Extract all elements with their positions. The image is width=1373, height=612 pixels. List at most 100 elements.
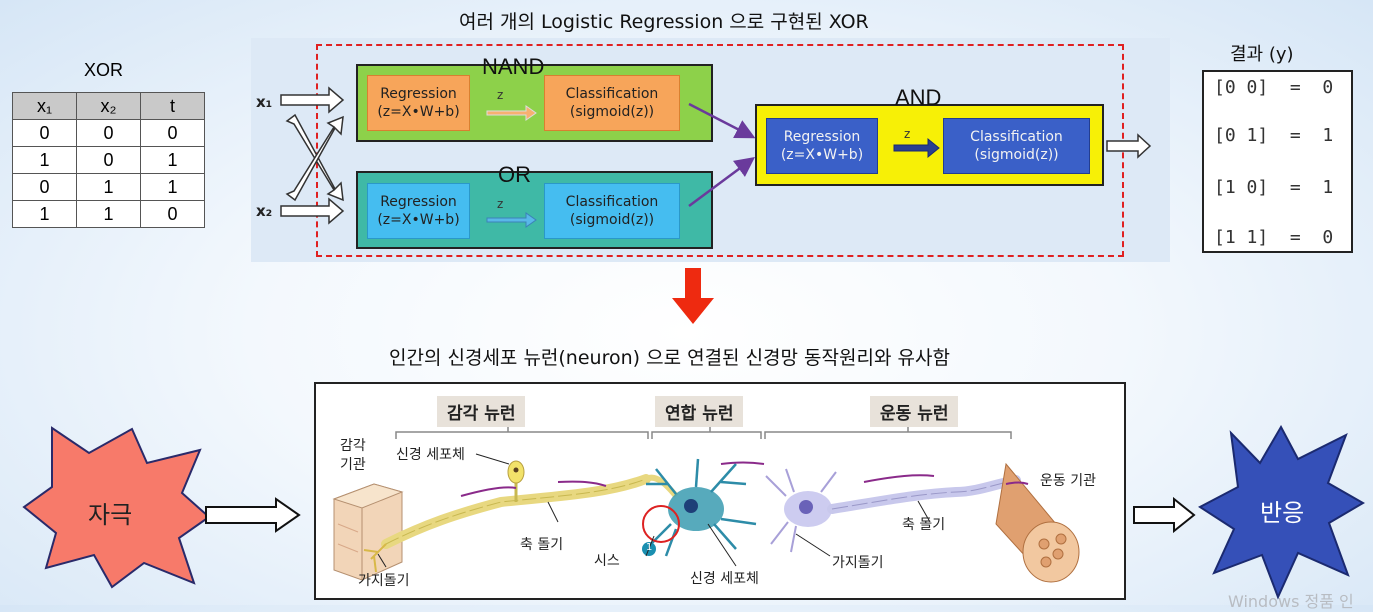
column-header: t <box>140 92 205 120</box>
response-label: 반응 <box>1260 499 1305 527</box>
response-star-icon <box>1198 425 1365 600</box>
column-header: x₁ <box>12 92 77 120</box>
result-row: [0 1] = 1 <box>1214 125 1334 146</box>
x2-arrow-icon <box>280 197 345 225</box>
classification-label: Classification <box>970 129 1063 145</box>
classification-label: Classification <box>565 86 659 102</box>
table-row: 0 1 1 <box>12 173 205 201</box>
stimulus-star-icon <box>22 426 211 589</box>
motor-bracket <box>764 431 1012 439</box>
or-to-and-arrow <box>688 157 756 208</box>
table-cell: 0 <box>76 146 141 174</box>
label-sense-organ-2: 기관 <box>340 457 366 473</box>
label-dendrite-right: 가지돌기 <box>832 555 884 571</box>
nand-gate-label: NAND <box>482 54 545 79</box>
nand-gate-panel: Regression (z=X•W+b) Classification (sig… <box>356 64 713 142</box>
table-cell: 1 <box>12 200 77 228</box>
classification-formula: (sigmoid(z)) <box>569 104 655 120</box>
bottom-title: 인간의 신경세포 뉴런(neuron) 으로 연결된 신경망 동작원리와 유사함 <box>389 347 950 369</box>
result-row: [0 0] = 0 <box>1214 77 1334 98</box>
result-title: 결과 (y) <box>1230 44 1294 65</box>
table-cell: 1 <box>76 200 141 228</box>
inter-bracket <box>651 431 762 439</box>
classification-formula: (sigmoid(z)) <box>974 147 1059 163</box>
top-diagram-arrows <box>280 86 1152 228</box>
section-label-motor: 운동 뉴런 <box>870 396 959 427</box>
or-classification-box: Classification (sigmoid(z)) <box>544 183 680 239</box>
input-x1-label: x₁ <box>256 93 273 111</box>
nand-classification-box: Classification (sigmoid(z)) <box>544 75 680 131</box>
label-axon-right: 축 돌기 <box>902 517 946 533</box>
table-cell: 1 <box>140 173 205 201</box>
and-regression-box: Regression (z=X•W+b) <box>766 118 878 174</box>
output-arrow-icon <box>1106 133 1152 159</box>
motor-neuron-icon <box>765 468 1021 553</box>
pointer-lines <box>377 453 931 568</box>
result-box: [0 0] = 0 [0 1] = 1 [1 0] = 1 [1 1] = 0 <box>1202 70 1353 253</box>
response-arrow-icon <box>1133 497 1196 533</box>
and-gate-label: AND <box>895 85 942 110</box>
table-cell: 0 <box>140 200 205 228</box>
top-title: 여러 개의 Logistic Regression 으로 구현된 XOR <box>459 11 869 33</box>
x1-arrow-icon <box>280 86 345 114</box>
or-gate-label: OR <box>498 162 531 187</box>
table-cell: 0 <box>140 119 205 147</box>
or-z-arrow-icon <box>486 212 537 228</box>
regression-formula: (z=X•W+b) <box>780 147 864 163</box>
regression-label: Regression <box>783 129 861 145</box>
nand-to-and-arrow <box>688 102 756 139</box>
column-header: x₂ <box>76 92 141 120</box>
result-row: [1 0] = 1 <box>1214 177 1334 198</box>
table-cell: 0 <box>12 173 77 201</box>
table-cell: 0 <box>12 119 77 147</box>
classification-formula: (sigmoid(z)) <box>569 212 655 228</box>
nand-regression-box: Regression (z=X•W+b) <box>367 75 470 131</box>
label-cell-body-top: 신경 세포체 <box>396 447 465 463</box>
label-sense-organ-1: 감각 <box>340 438 366 454</box>
regression-formula: (z=X•W+b) <box>377 212 460 228</box>
motor-organ-icon <box>995 462 1080 583</box>
table-cell: 1 <box>12 146 77 174</box>
signal-arrows <box>460 461 1029 497</box>
table-cell: 1 <box>140 146 205 174</box>
or-regression-box: Regression (z=X•W+b) <box>367 183 470 239</box>
label-synapse-number: 1 <box>646 542 653 553</box>
down-arrow-icon <box>672 268 714 324</box>
sense-organ-icon <box>332 483 404 581</box>
stimulus-label: 자극 <box>88 501 133 529</box>
regression-formula: (z=X•W+b) <box>377 104 460 120</box>
table-row: 1 0 1 <box>12 146 205 174</box>
stimulus-arrow-icon <box>205 497 301 533</box>
section-label-sensory: 감각 뉴런 <box>437 396 526 427</box>
table-cell: 1 <box>76 173 141 201</box>
section-label-interneuron: 연합 뉴런 <box>655 396 744 427</box>
label-cell-body-bottom: 신경 세포체 <box>690 571 759 587</box>
regression-label: Regression <box>380 86 457 102</box>
cross-arrows-icon <box>285 113 344 202</box>
nand-z-label: z <box>497 88 504 102</box>
table-cell: 0 <box>76 119 141 147</box>
and-classification-box: Classification (sigmoid(z)) <box>943 118 1090 174</box>
sensory-axon-icon <box>381 460 651 549</box>
regression-label: Regression <box>380 194 457 210</box>
sensory-bracket <box>395 431 649 439</box>
table-header-row: x₁ x₂ t <box>12 92 205 120</box>
sensory-dendrite-icon <box>363 543 387 573</box>
or-gate-panel: Regression (z=X•W+b) Classification (sig… <box>356 171 713 249</box>
windows-activation-watermark: Windows 정품 인 <box>1228 592 1354 611</box>
label-axon-left: 축 돌기 <box>520 537 564 553</box>
table-row: 1 1 0 <box>12 200 205 228</box>
xor-table-title: XOR <box>84 60 124 80</box>
xor-truth-table: x₁ x₂ t 0 0 0 1 0 1 0 1 1 1 1 0 <box>12 92 205 228</box>
table-row: 0 0 0 <box>12 119 205 147</box>
classification-label: Classification <box>565 194 659 210</box>
result-row: [1 1] = 0 <box>1214 227 1334 248</box>
or-z-label: z <box>497 197 504 211</box>
input-x2-label: x₂ <box>256 202 273 220</box>
label-motor-organ: 운동 기관 <box>1040 473 1096 489</box>
label-dendrite-left: 가지돌기 <box>358 573 410 589</box>
interneuron-icon <box>642 458 757 557</box>
nand-z-arrow-icon <box>486 105 537 121</box>
label-synapse: 시스 <box>594 553 620 569</box>
and-z-arrow-icon <box>893 137 940 159</box>
